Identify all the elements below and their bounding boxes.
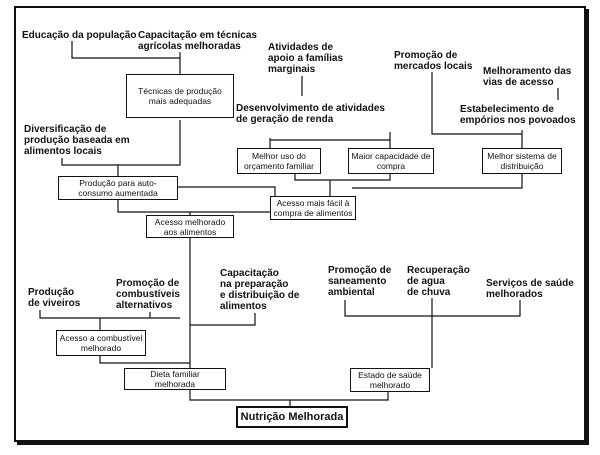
factor-capacitacao-tecnicas: Capacitação em técnicas agrícolas melhor… <box>138 30 257 52</box>
factor-promocao-combustiveis: Promoção de combustíveis alternativos <box>116 278 180 311</box>
box-dieta-familiar: Dieta familiar melhorada <box>124 368 226 390</box>
factor-capacitacao-preparacao: Capacitação na preparação e distribuição… <box>220 268 300 312</box>
box-tecnicas-producao: Técnicas de produção mais adequadas <box>126 74 234 118</box>
box-maior-capacidade: Maior capacidade de compra <box>348 148 434 174</box>
factor-servicos-saude: Serviços de saúde melhorados <box>486 278 574 300</box>
outcome-nutricao-melhorada: Nutrição Melhorada <box>236 406 348 428</box>
box-estado-saude: Estado de saúde melhorado <box>350 368 430 392</box>
box-acesso-compra: Acesso mais fácil à compra de alimentos <box>270 196 356 220</box>
factor-atividades-apoio: Atividades de apoio a famílias marginais <box>268 42 344 75</box>
factor-promocao-mercados: Promoção de mercados locais <box>394 50 473 72</box>
box-acesso-alimentos: Acesso melhorado aos alimentos <box>146 215 234 238</box>
box-producao-autoconsumo: Produção para auto- consumo aumentada <box>58 176 178 200</box>
factor-saneamento: Promoção de saneamento ambiental <box>328 265 392 298</box>
factor-educacao: Educação da população <box>22 30 137 41</box>
factor-melhoramento-vias: Melhoramento das vias de acesso <box>483 66 572 88</box>
box-acesso-combustivel: Acesso a combustível melhorado <box>56 330 146 356</box>
factor-producao-viveiros: Produção de viveiros <box>28 287 81 309</box>
factor-emporios: Estabelecimento de empórios nos povoados <box>460 104 576 126</box>
factor-diversificacao: Diversificação de produção baseada em al… <box>24 124 130 157</box>
factor-recuperacao-agua: Recuperação de agua de chuva <box>407 265 470 298</box>
box-melhor-distribuicao: Melhor sistema de distribuição <box>482 148 562 174</box>
box-melhor-uso-orcamento: Melhor uso do orçamento familiar <box>237 148 321 174</box>
factor-desenvolvimento-renda: Desenvolvimento de atividades de geração… <box>236 103 385 125</box>
